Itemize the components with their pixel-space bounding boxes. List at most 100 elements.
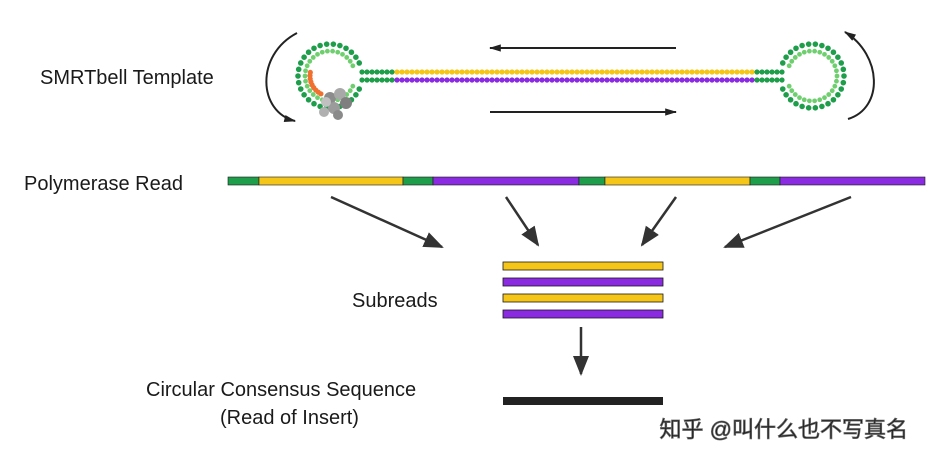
bottom-strand-base — [574, 77, 580, 83]
adapter-base — [317, 42, 323, 49]
adapter-base — [835, 54, 841, 60]
bottom-strand-base — [444, 77, 450, 83]
adapter-base — [305, 49, 312, 56]
adapter-base — [297, 60, 304, 66]
top-strand-base — [514, 69, 520, 75]
adapter-base — [779, 60, 786, 66]
bottom-strand-base — [544, 77, 550, 83]
adapter-base — [295, 73, 301, 79]
arrow-segment-3 — [640, 196, 678, 247]
top-strand-base — [609, 69, 615, 75]
top-strand-base — [389, 69, 395, 75]
adapter-base — [315, 51, 320, 57]
template-label: SMRTbell Template — [40, 67, 214, 89]
ccs-label-line2: (Read of Insert) — [220, 407, 359, 429]
adapter-base — [783, 54, 789, 60]
adapter-base — [797, 51, 802, 57]
adapter-base — [841, 73, 847, 79]
bottom-strand-base — [449, 77, 455, 83]
top-strand-base — [679, 69, 685, 75]
top-strand-base — [509, 69, 515, 75]
adapter-base — [826, 92, 832, 97]
adapter-base — [323, 41, 330, 47]
bottom-strand-base — [509, 77, 515, 83]
bottom-strand-base — [489, 77, 495, 83]
top-strand-base — [479, 69, 485, 75]
polymerase-read-segment-yellow — [604, 176, 751, 186]
adapter-base — [805, 41, 812, 47]
adapter-base — [335, 49, 341, 55]
bottom-strand-base — [729, 77, 735, 83]
primer-strand — [307, 69, 324, 97]
top-strand-base — [759, 69, 765, 75]
adapter-base — [832, 83, 838, 89]
bottom-strand-base — [374, 77, 380, 83]
top-strand-base — [359, 69, 365, 75]
bottom-strand-base — [714, 77, 720, 83]
read-to-subreads-arrows — [330, 195, 852, 249]
adapter-base — [330, 48, 336, 54]
top-strand-base — [369, 69, 375, 75]
bottom-strand-base — [484, 77, 490, 83]
top-strand-base — [709, 69, 715, 75]
right-loop-arrow — [843, 31, 875, 120]
top-strand-base — [449, 69, 455, 75]
bottom-strand-base — [719, 77, 725, 83]
arrow-segment-2 — [504, 196, 540, 247]
polymerase-read-segment-green — [578, 176, 606, 186]
top-strand-base — [629, 69, 635, 75]
bottom-strand-base — [619, 77, 625, 83]
bottom-strand-base — [439, 77, 445, 83]
bottom-strand-base — [434, 77, 440, 83]
top-strand-base — [644, 69, 650, 75]
top-strand-base — [669, 69, 675, 75]
bottom-strand-base — [649, 77, 655, 83]
top-strand-base — [484, 69, 490, 75]
bottom-strand-base — [754, 77, 760, 83]
top-strand-base — [634, 69, 640, 75]
bottom-strand-base — [359, 77, 365, 83]
top-strand-base — [649, 69, 655, 75]
adapter-base — [819, 103, 825, 110]
adapter-base — [793, 45, 799, 52]
subread-purple — [502, 277, 664, 287]
top-strand-base — [744, 69, 750, 75]
top-strand-base — [529, 69, 535, 75]
top-strand-base — [734, 69, 740, 75]
top-strand-base — [424, 69, 430, 75]
bottom-strand-base — [499, 77, 505, 83]
top-strand-base — [459, 69, 465, 75]
bottom-strand-base — [564, 77, 570, 83]
arrow-segment-1 — [330, 195, 444, 249]
adapter-base — [832, 63, 838, 69]
adapter-base — [797, 95, 802, 101]
adapter-base — [829, 88, 835, 94]
watermark: 知乎 @叫什么也不写真名 — [660, 417, 908, 442]
bottom-strand-base — [504, 77, 510, 83]
insert-double-strand — [359, 69, 785, 83]
polymerase-icon — [319, 88, 352, 120]
adapter-base — [297, 86, 304, 92]
left-loop-arrow — [265, 32, 298, 122]
top-strand-base — [474, 69, 480, 75]
adapter-base — [310, 55, 316, 60]
top-strand-base — [409, 69, 415, 75]
top-strand-base — [494, 69, 500, 75]
bottom-strand-base — [764, 77, 770, 83]
adapter-base — [786, 83, 792, 89]
top-strand-base — [749, 69, 755, 75]
top-strand-base — [534, 69, 540, 75]
adapter-base — [812, 48, 818, 54]
bottom-strand-base — [624, 77, 630, 83]
adapter-base — [347, 58, 353, 64]
bottom-strand-base — [604, 77, 610, 83]
top-strand-base — [524, 69, 530, 75]
top-strand-base — [699, 69, 705, 75]
adapter-base — [840, 66, 847, 73]
adapter-base — [295, 66, 302, 73]
subread-yellow — [502, 261, 664, 271]
adapter-base — [825, 45, 831, 52]
top-strand-base — [564, 69, 570, 75]
top-strand-base — [739, 69, 745, 75]
